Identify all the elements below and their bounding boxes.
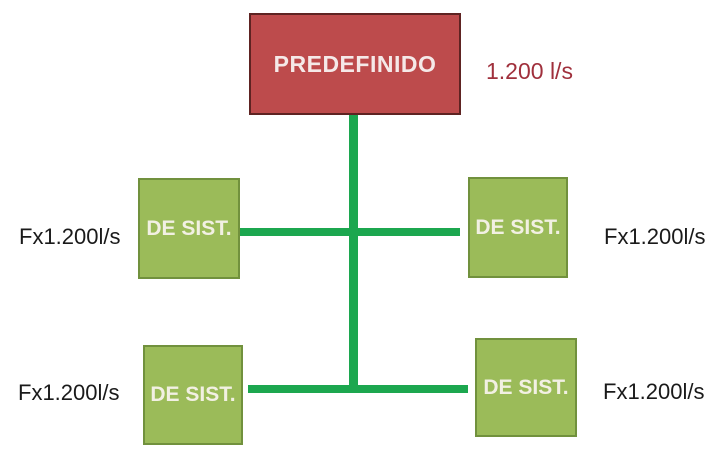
side-label-bottom-right: Fx1.200l/s bbox=[603, 379, 705, 404]
connector-vertical-trunk bbox=[349, 113, 358, 393]
node-label: DE SIST. bbox=[475, 215, 561, 239]
side-label-top-right: Fx1.200l/s bbox=[604, 224, 706, 249]
flow-rate-label: 1.200 l/s bbox=[486, 58, 573, 84]
node-de-sist-bottom-left: DE SIST. bbox=[143, 345, 243, 445]
node-label: DE SIST. bbox=[483, 375, 569, 399]
connector-top-horizontal bbox=[240, 228, 460, 236]
side-label-top-left: Fx1.200l/s bbox=[19, 224, 121, 249]
node-de-sist-top-left: DE SIST. bbox=[138, 178, 240, 279]
node-label: DE SIST. bbox=[150, 383, 236, 406]
side-label-bottom-left: Fx1.200l/s bbox=[18, 380, 120, 405]
connector-bottom-horizontal bbox=[248, 385, 468, 393]
node-de-sist-top-right: DE SIST. bbox=[468, 177, 568, 278]
node-de-sist-bottom-right: DE SIST. bbox=[475, 338, 577, 437]
node-label: DE SIST. bbox=[146, 216, 232, 240]
node-predefinido-label: PREDEFINIDO bbox=[273, 50, 437, 77]
node-predefinido: PREDEFINIDO bbox=[249, 13, 461, 115]
